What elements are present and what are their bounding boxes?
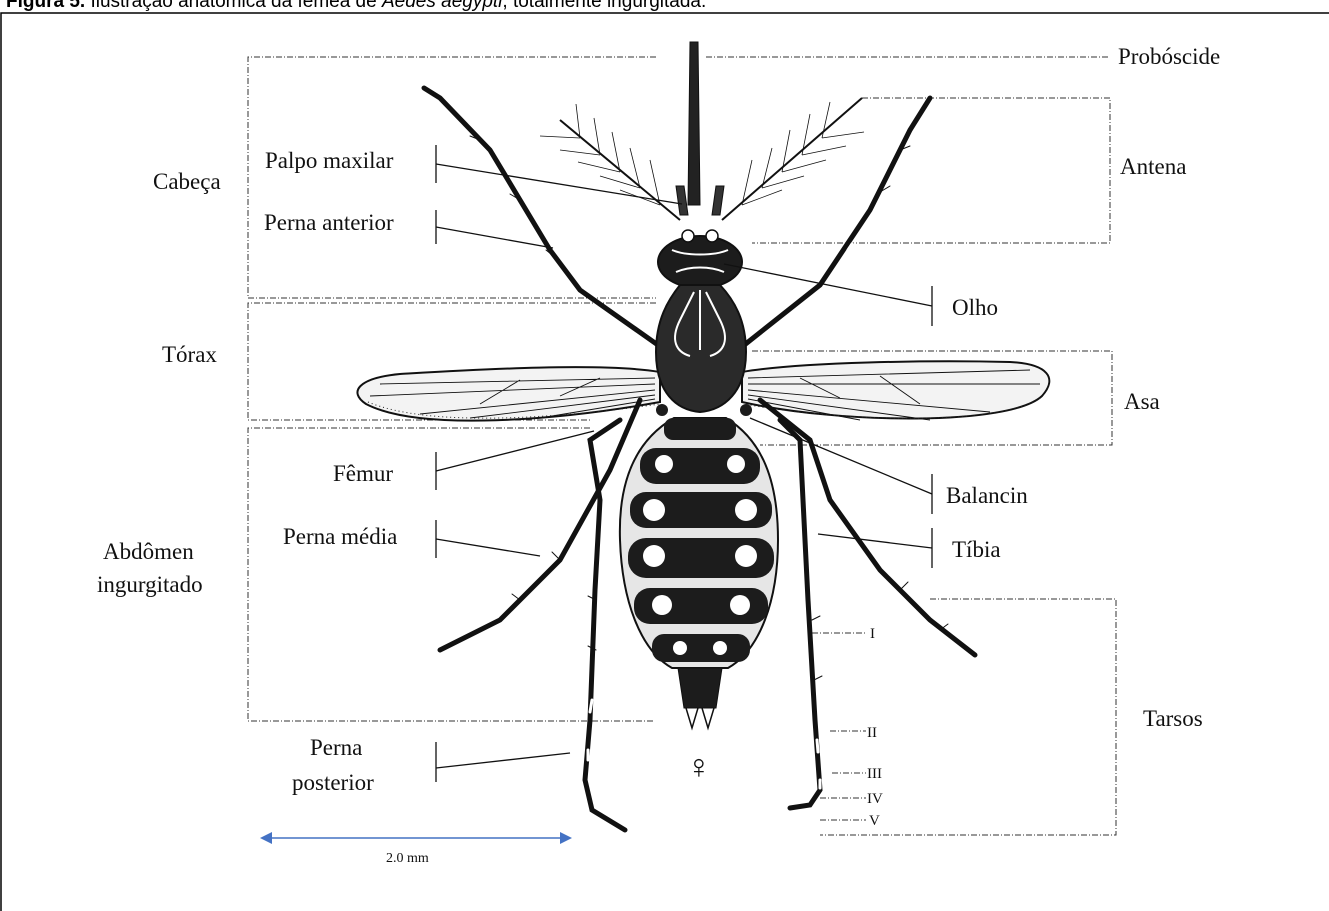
label-cabeca: Cabeça	[153, 169, 221, 194]
proboscis	[688, 42, 700, 205]
femur-leader	[436, 431, 594, 471]
label-balancin: Balancin	[946, 483, 1028, 508]
scale-bar-label: 2.0 mm	[386, 851, 429, 866]
label-femur: Fêmur	[333, 461, 393, 486]
label-olho: Olho	[952, 295, 998, 320]
tarsus-segment-v: V	[869, 813, 880, 829]
label-palpo-maxilar: Palpo maxilar	[265, 148, 394, 173]
haltere-right	[740, 404, 752, 416]
antenna-box	[752, 98, 1110, 243]
haltere-leader	[750, 418, 932, 494]
label-tibia: Tíbia	[952, 537, 1001, 562]
label-antena: Antena	[1120, 154, 1186, 179]
head-box	[248, 57, 656, 298]
tarsus-segment-iii: III	[867, 766, 882, 782]
tarsus-segment-iv: IV	[867, 791, 883, 807]
female-symbol: ♀	[686, 749, 712, 786]
haltere-left	[656, 404, 668, 416]
mosquito-illustration	[357, 42, 1049, 830]
right-wing	[742, 361, 1049, 420]
left-wing	[357, 367, 660, 420]
label-abdomen-line1: Abdômen	[103, 539, 194, 564]
antennae	[540, 98, 864, 220]
label-asa: Asa	[1124, 389, 1160, 414]
label-perna-media: Perna média	[283, 524, 397, 549]
tarsus-segment-i: I	[870, 626, 875, 642]
middle-leg-leader	[436, 539, 540, 556]
tibia-leader	[818, 534, 932, 548]
label-torax: Tórax	[162, 342, 217, 367]
tarsus-segment-ii: II	[867, 725, 877, 741]
label-proboscide: Probóscide	[1118, 44, 1220, 69]
palp-leader	[436, 164, 682, 204]
tarsus-box	[820, 599, 1116, 835]
label-abdomen-line2: ingurgitado	[97, 572, 203, 597]
label-perna-posterior-line1: Perna	[310, 735, 362, 760]
label-perna-posterior-line2: posterior	[292, 770, 374, 795]
head	[658, 236, 742, 288]
label-perna-anterior: Perna anterior	[264, 210, 394, 235]
abdomen-tip	[678, 668, 722, 708]
scale-bar: 2.0 mm	[260, 832, 572, 866]
hind-leg-leader	[436, 753, 570, 768]
label-tarsos: Tarsos	[1143, 706, 1203, 731]
